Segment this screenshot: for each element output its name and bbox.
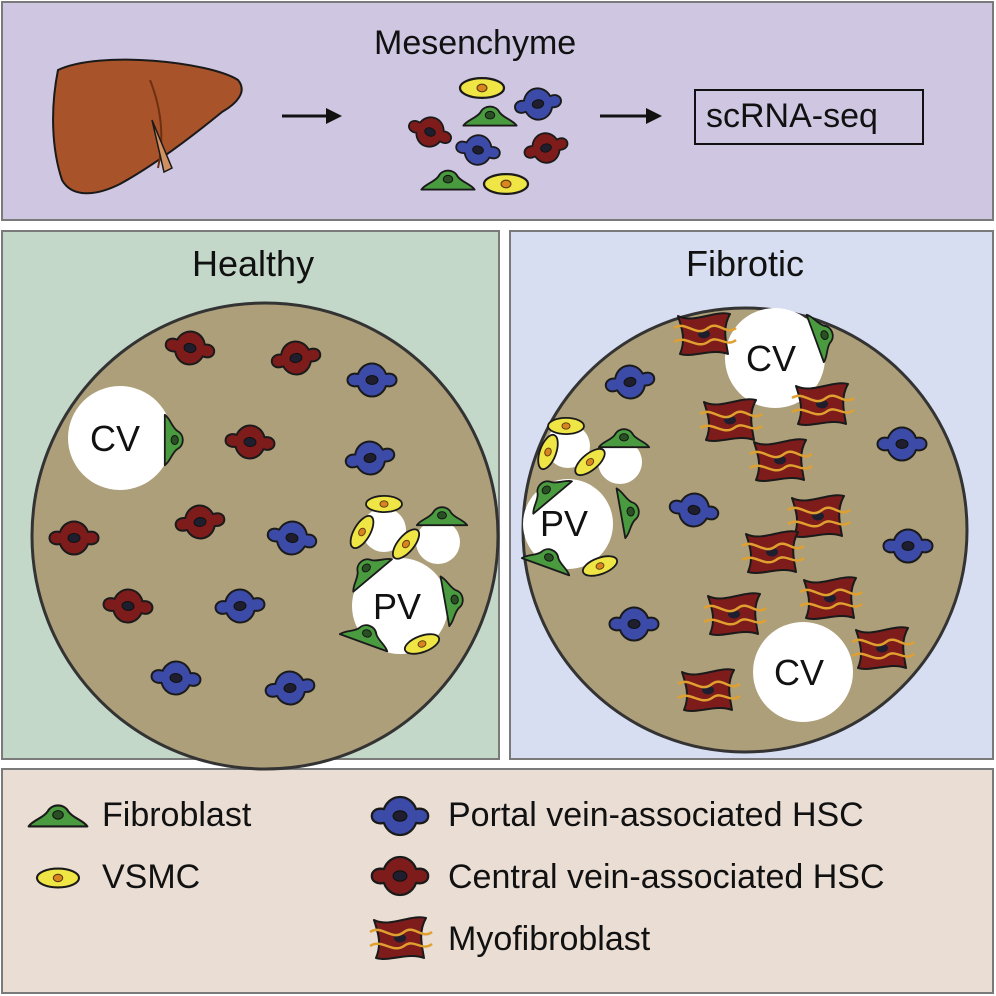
fibrotic-title: Fibrotic xyxy=(686,243,805,284)
mesenchyme-title: Mesenchyme xyxy=(374,24,577,62)
portal-vein-small xyxy=(598,440,642,484)
portal-hsc-icon xyxy=(370,795,430,837)
central-hsc-icon xyxy=(519,127,573,169)
portal-hsc-icon xyxy=(452,130,504,170)
vsmc-icon xyxy=(482,173,530,195)
vsmc-icon xyxy=(365,494,403,513)
fibrotic-cv-top-label: CV xyxy=(746,338,797,379)
central-hsc-icon xyxy=(370,855,430,897)
myofibroblast-icon xyxy=(368,916,434,961)
legend-central-hsc-label: Central vein-associated HSC xyxy=(448,858,885,896)
healthy-pv-label: PV xyxy=(373,586,422,627)
portal-vein-small xyxy=(416,520,460,564)
legend-vsmc-label: VSMC xyxy=(102,858,201,896)
arrow-icon xyxy=(282,108,342,124)
legend-myofibroblast-label: Myofibroblast xyxy=(448,920,651,958)
central-vein xyxy=(68,386,172,490)
central-vein xyxy=(725,308,825,408)
legend-fibroblast-label: Fibroblast xyxy=(102,796,252,834)
arrow-icon xyxy=(600,108,662,124)
vsmc-icon xyxy=(458,76,506,100)
fibroblast-icon xyxy=(462,105,518,127)
vsmc-icon xyxy=(35,867,81,889)
scrna-seq-label: scRNA-seq xyxy=(706,97,878,135)
fibroblast-icon xyxy=(27,804,89,828)
legend-portal-hsc-label: Portal vein-associated HSC xyxy=(448,796,864,834)
healthy-cv-label: CV xyxy=(90,418,141,459)
fibroblast-icon xyxy=(420,169,476,191)
central-vein xyxy=(753,622,853,722)
fibrotic-pv-label: PV xyxy=(540,503,589,544)
scrna-seq-box xyxy=(694,89,924,145)
central-hsc-icon xyxy=(403,109,457,155)
legend-panel xyxy=(1,768,994,994)
portal-vein-small xyxy=(546,424,590,468)
liver-icon xyxy=(52,58,243,195)
fibrotic-cv-bottom-label: CV xyxy=(774,652,825,693)
portal-hsc-icon xyxy=(511,83,565,125)
vsmc-icon xyxy=(547,416,585,436)
healthy-title: Healthy xyxy=(192,243,315,284)
